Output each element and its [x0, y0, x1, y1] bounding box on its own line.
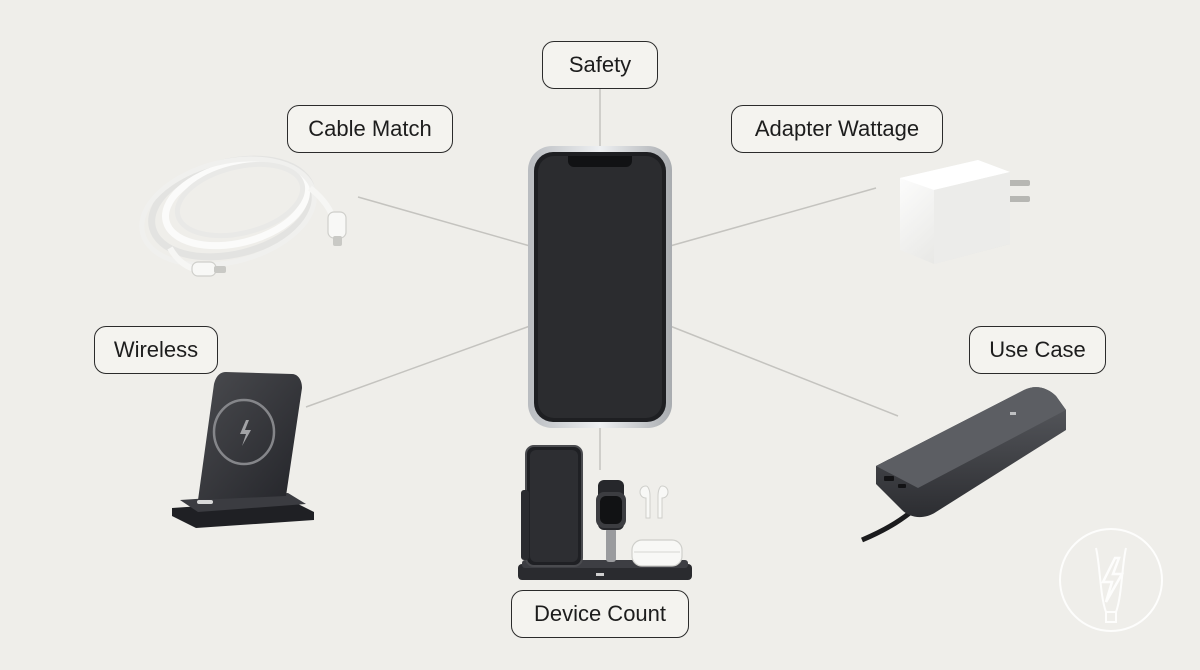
smartphone-icon [528, 146, 672, 428]
connector-lines [305, 89, 899, 470]
wall-adapter-icon [900, 160, 1030, 264]
connector-wireless [305, 325, 531, 408]
usb-c-cable-icon [139, 155, 347, 277]
wireless-charging-stand-icon [172, 372, 314, 528]
label-safety: Safety [542, 41, 658, 89]
connector-cable-match [357, 196, 531, 247]
multi-device-charging-station-icon [518, 445, 692, 580]
label-cable-match: Cable Match [287, 105, 453, 153]
label-adapter-wattage: Adapter Wattage [731, 105, 943, 153]
lightning-bolt-logo-icon [1059, 528, 1163, 632]
connector-use-case [669, 325, 899, 417]
label-device-count: Device Count [511, 590, 689, 638]
label-wireless: Wireless [94, 326, 218, 374]
label-use-case: Use Case [969, 326, 1106, 374]
connector-adapter-wattage [669, 187, 877, 247]
power-bank-icon [861, 387, 1066, 543]
